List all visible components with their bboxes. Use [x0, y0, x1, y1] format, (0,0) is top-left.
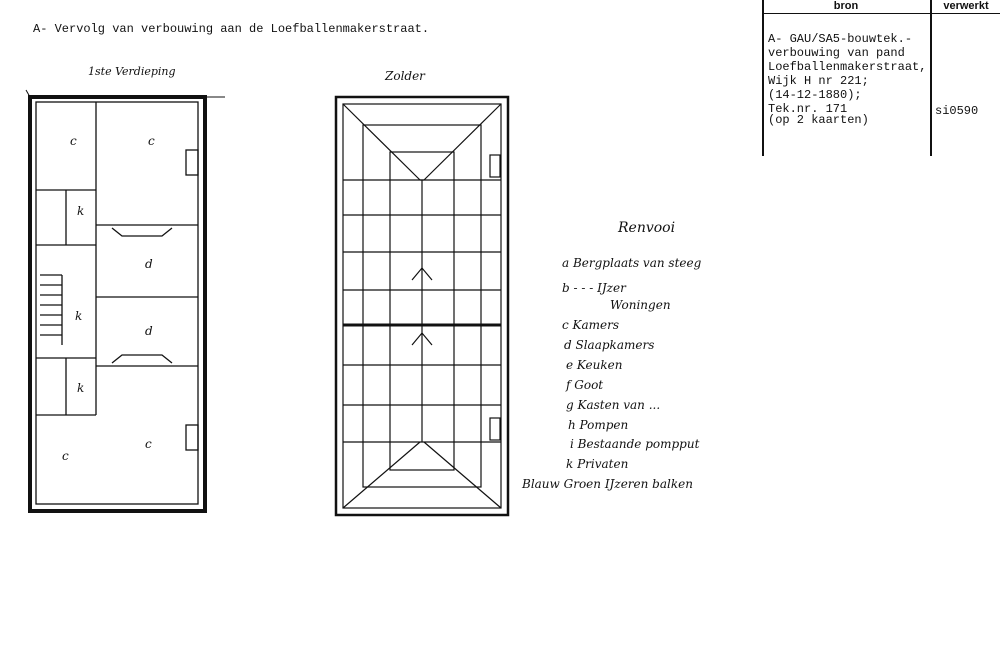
- svg-text:k: k: [75, 309, 82, 323]
- legend-item: d Slaapkamers: [564, 338, 654, 352]
- legend-item: b - - - IJzer: [562, 281, 627, 295]
- document-title: A- Vervolg van verbouwing aan de Loefbal…: [33, 22, 430, 36]
- header-verwerkt: verwerkt: [943, 0, 989, 12]
- legend-item: h Pompen: [568, 418, 628, 432]
- legend-item: Blauw Groen IJzeren balken: [521, 477, 693, 491]
- svg-text:c: c: [148, 134, 155, 148]
- right-plan-label: Zolder: [384, 69, 426, 83]
- svg-text:c: c: [145, 437, 152, 451]
- legend: Renvooi a Bergplaats van steeg b - - - I…: [521, 220, 702, 491]
- right-roof-plan: [334, 95, 510, 517]
- header-bron: bron: [833, 0, 859, 12]
- table-divider: [930, 0, 932, 156]
- source-table: bron verwerkt A- GAU/SA5-bouwtek.-verbou…: [762, 0, 1000, 156]
- svg-text:k: k: [77, 204, 84, 218]
- left-floor-plan: [25, 89, 225, 513]
- legend-item: Woningen: [610, 298, 671, 312]
- legend-item: e Keuken: [566, 358, 623, 372]
- legend-item: k Privaten: [566, 457, 628, 471]
- table-divider: [762, 0, 764, 156]
- verwerkt-code: si0590: [935, 104, 979, 118]
- svg-text:d: d: [145, 324, 153, 338]
- legend-title: Renvooi: [617, 220, 675, 236]
- legend-item: c Kamers: [562, 318, 619, 332]
- left-plan-label: 1ste Verdieping: [88, 65, 176, 78]
- legend-item: g Kasten van ...: [566, 398, 660, 412]
- svg-text:k: k: [77, 381, 84, 395]
- header-rule: [762, 13, 1000, 14]
- svg-text:c: c: [70, 134, 77, 148]
- legend-item: f Goot: [565, 378, 603, 392]
- legend-item: i Bestaande pompput: [570, 437, 700, 451]
- legend-item: a Bergplaats van steeg: [562, 256, 702, 270]
- svg-text:c: c: [62, 449, 69, 463]
- svg-text:d: d: [145, 257, 153, 271]
- room-letters: c c k d k d k c c: [62, 134, 155, 463]
